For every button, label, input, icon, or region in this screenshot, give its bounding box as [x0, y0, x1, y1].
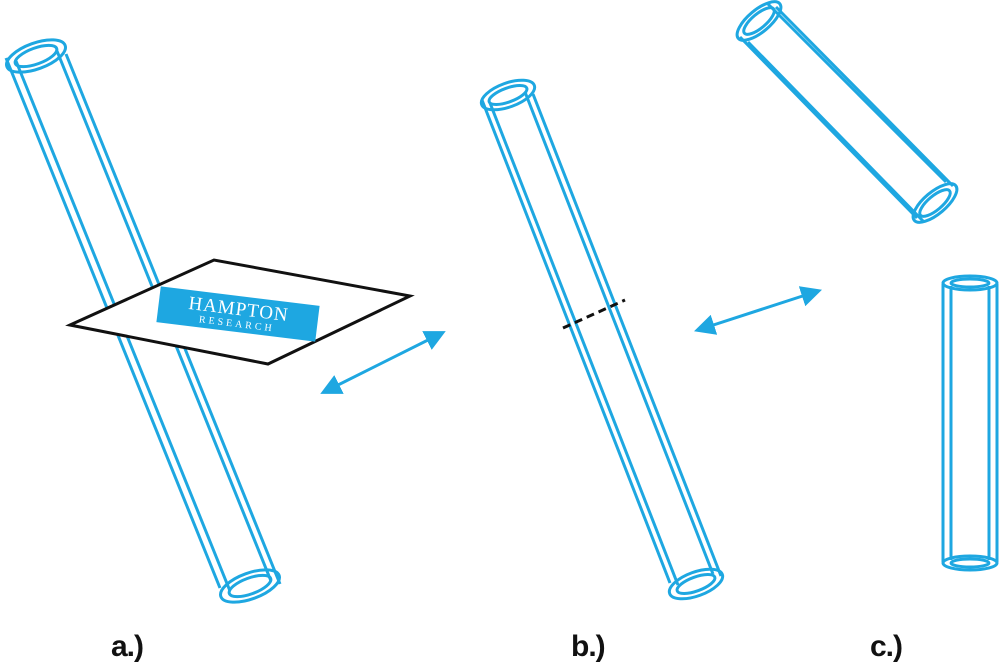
- tube-piece-upper: [735, 0, 959, 224]
- double-arrow-ab: [320, 331, 446, 394]
- panel-label-a: a.): [111, 630, 143, 663]
- tube-piece-vertical: [941, 274, 999, 572]
- panel-label-c: c.): [870, 630, 902, 663]
- double-arrow-bc: [694, 286, 822, 335]
- hampton-research-logo: HAMPTON RESEARCH: [156, 286, 320, 342]
- paper-sheet: HAMPTON RESEARCH: [65, 258, 415, 366]
- tube-b: [479, 78, 725, 601]
- dashed-cut-line-icon: [562, 298, 626, 330]
- panel-label-b: b.): [571, 630, 605, 663]
